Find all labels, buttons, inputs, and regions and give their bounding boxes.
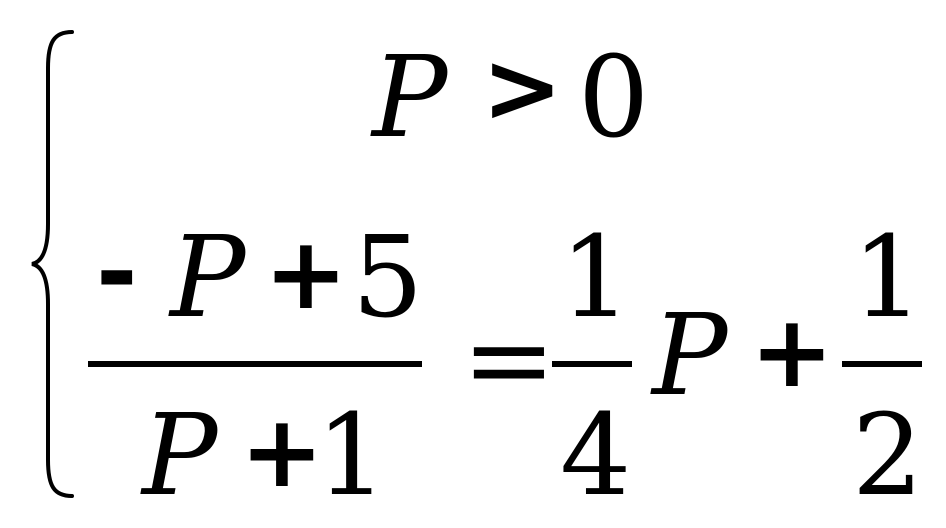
numerator-minus: - (96, 213, 138, 330)
fraction-one-fourth-denominator: 4 (560, 391, 632, 521)
denominator-plus: + (240, 393, 324, 510)
left-curly-brace (31, 30, 74, 498)
fraction-one-fourth-numerator: 1 (560, 213, 632, 343)
fraction-one-half-bar (842, 361, 922, 367)
numerator-variable: P (170, 213, 246, 343)
fraction-one-half-numerator: 1 (852, 213, 924, 343)
rhs-plus: + (750, 293, 834, 410)
line1-zero: 0 (578, 33, 650, 163)
denominator-variable: P (142, 391, 218, 521)
line1-greater-than: > (482, 32, 563, 144)
numerator-plus: + (264, 215, 348, 332)
fraction-one-fourth-bar (552, 361, 632, 367)
denominator-constant: 1 (316, 391, 388, 521)
main-fraction-bar (88, 361, 422, 367)
numerator-constant: 5 (352, 213, 424, 343)
line1-variable: P (372, 33, 448, 163)
equals-sign: = (462, 295, 556, 425)
fraction-one-half-denominator: 2 (852, 391, 924, 521)
rhs-variable: P (652, 291, 728, 421)
